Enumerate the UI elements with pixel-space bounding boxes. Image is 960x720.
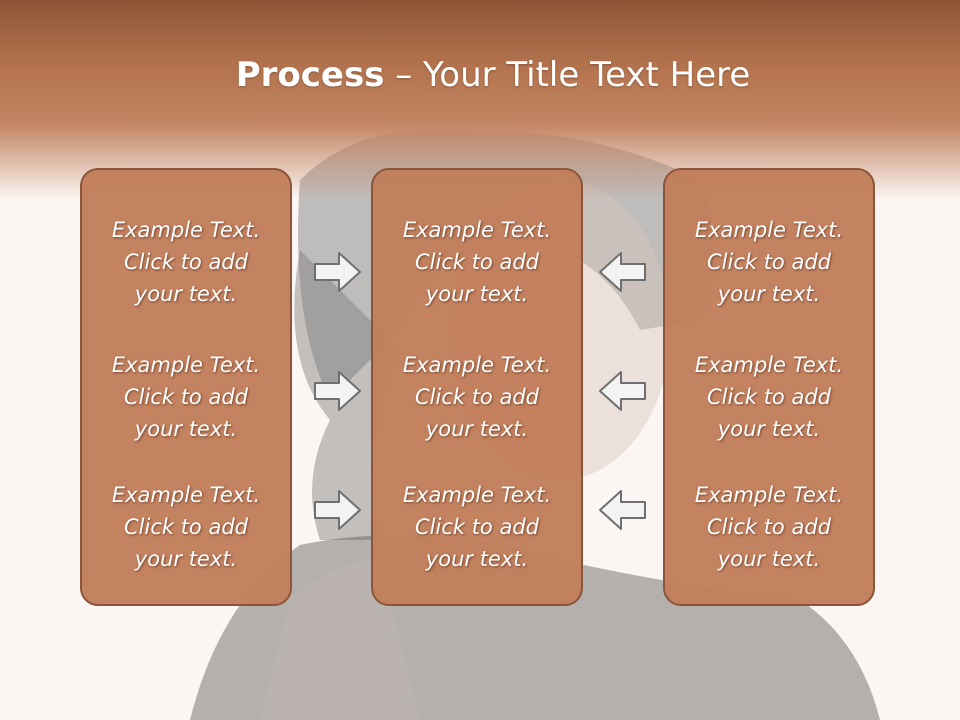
process-box-center[interactable]: Example Text. Click to add your text. Ex… — [371, 168, 583, 606]
text-placeholder[interactable]: Example Text. Click to add your text. — [111, 218, 261, 306]
arrow-right-icon — [314, 252, 361, 292]
text-placeholder[interactable]: Example Text. Click to add your text. — [402, 218, 552, 306]
title-rest: – Your Title Text Here — [384, 55, 751, 95]
arrow-right-icon — [314, 490, 361, 530]
process-box-left[interactable]: Example Text. Click to add your text. Ex… — [80, 168, 292, 606]
text-placeholder[interactable]: Example Text. Click to add your text. — [111, 483, 261, 571]
slide-title[interactable]: Process – Your Title Text Here — [0, 52, 960, 98]
text-placeholder[interactable]: Example Text. Click to add your text. — [694, 353, 844, 441]
arrow-left-icon — [599, 252, 646, 292]
text-placeholder[interactable]: Example Text. Click to add your text. — [402, 353, 552, 441]
process-box-right[interactable]: Example Text. Click to add your text. Ex… — [663, 168, 875, 606]
text-placeholder[interactable]: Example Text. Click to add your text. — [111, 353, 261, 441]
text-placeholder[interactable]: Example Text. Click to add your text. — [694, 483, 844, 571]
text-placeholder[interactable]: Example Text. Click to add your text. — [402, 483, 552, 571]
title-bar — [0, 0, 960, 200]
arrow-right-icon — [314, 371, 361, 411]
arrow-left-icon — [599, 490, 646, 530]
arrow-left-icon — [599, 371, 646, 411]
title-bold: Process — [235, 55, 385, 95]
text-placeholder[interactable]: Example Text. Click to add your text. — [694, 218, 844, 306]
